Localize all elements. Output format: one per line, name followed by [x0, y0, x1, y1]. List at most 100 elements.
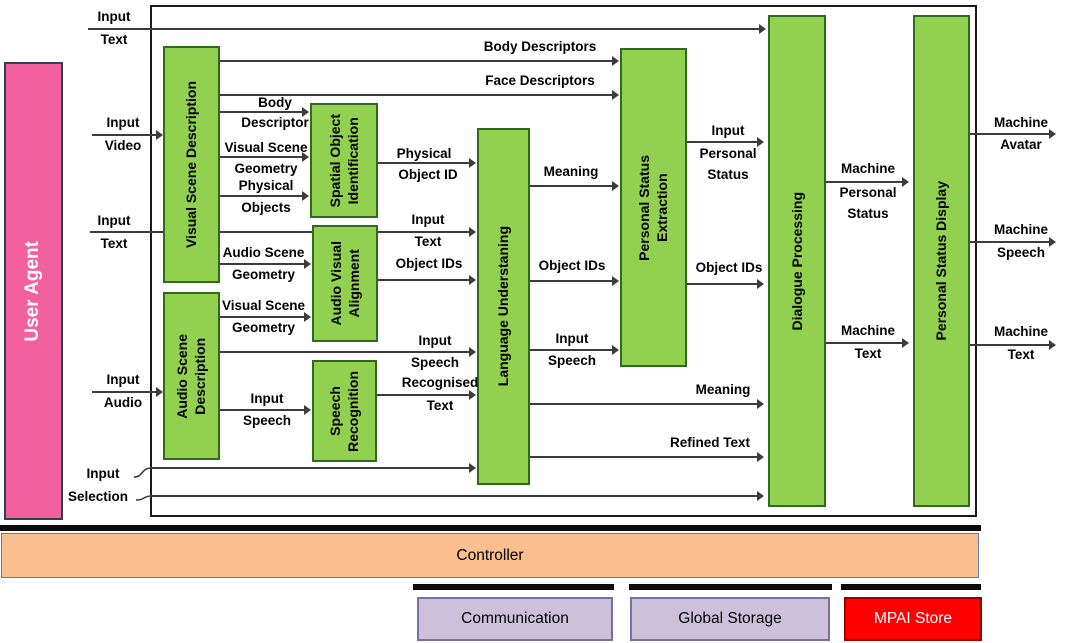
- label-input-speech-pse-1: Input: [555, 331, 589, 346]
- arrow-input-speech-lu-pse: [612, 345, 619, 355]
- arrow-visual-scene-geometry-soi: [302, 152, 309, 162]
- label-input-speech-sr-2: Speech: [242, 413, 292, 428]
- line-input-selection-dp: [150, 495, 757, 497]
- line-machine-personal-status: [826, 181, 902, 183]
- label-input-text2-1: Input: [97, 213, 131, 228]
- line-input-personal-status: [687, 141, 757, 143]
- separator-communication: [413, 584, 614, 590]
- line-refined-text: [530, 456, 757, 458]
- arrow-machine-personal-status: [902, 177, 909, 187]
- label-object-ids-ava-lu: Object IDs: [395, 256, 463, 271]
- line-input-text-top: [88, 28, 759, 30]
- label-input-text-lu-2: Text: [414, 234, 442, 249]
- line-object-ids-lu-pse: [530, 280, 612, 282]
- arrow-body-descriptor: [302, 107, 309, 117]
- label-input-video-1: Input: [106, 115, 140, 130]
- arrow-machine-text-out: [1049, 340, 1056, 350]
- arrow-input-personal-status: [757, 137, 764, 147]
- line-input-audio: [92, 391, 156, 393]
- label-input-speech-lu-1: Input: [418, 333, 452, 348]
- arrow-physical-object-id: [469, 158, 476, 168]
- line-machine-avatar: [970, 133, 1049, 135]
- line-machine-text-out: [970, 344, 1049, 346]
- label-body-descriptor-1: Body: [258, 95, 292, 110]
- label-object-ids-pse-dp: Object IDs: [695, 260, 763, 275]
- label-object-ids-lu-pse: Object IDs: [538, 258, 606, 273]
- label-recognised-text-2: Text: [426, 398, 454, 413]
- label-input-text-lu-1: Input: [411, 212, 445, 227]
- label-machine-text-out-2: Text: [1007, 347, 1035, 362]
- module-speech-recognition: Speech Recognition: [312, 360, 377, 462]
- label-audio-scene-geometry-2: Geometry: [231, 267, 296, 282]
- label-input-personal-status-2: Personal: [699, 146, 757, 161]
- arrow-body-descriptors: [612, 56, 619, 66]
- arrow-input-selection-dp: [757, 491, 764, 501]
- arrow-object-ids-pse-dp: [757, 279, 764, 289]
- arrow-input-video: [156, 130, 163, 140]
- module-visual-scene-description: Visual Scene Description: [163, 46, 220, 283]
- arrow-physical-objects: [302, 191, 309, 201]
- communication-label: Communication: [461, 610, 569, 627]
- line-input-speech-lu-pse: [530, 349, 612, 351]
- label-input-text2-2: Text: [100, 236, 128, 251]
- label-machine-personal-status-2: Personal: [839, 185, 897, 200]
- arrow-face-descriptors: [612, 90, 619, 100]
- line-meaning-lu-dp: [530, 403, 757, 405]
- line-object-ids-ava-lu: [378, 279, 469, 281]
- label-audio-scene-geometry-1: Audio Scene: [222, 245, 305, 260]
- label-refined-text: Refined Text: [669, 435, 750, 450]
- label-input-personal-status-3: Status: [707, 167, 749, 182]
- controller-bar: Controller: [1, 533, 979, 578]
- module-personal-status-display: Personal Status Display: [913, 15, 970, 507]
- label-input-video-2: Video: [104, 138, 142, 153]
- line-audio-scene-geometry: [220, 263, 304, 265]
- module-audio-visual-alignment: Audio Visual Alignment: [312, 225, 378, 342]
- arrow-meaning-lu-dp: [757, 399, 764, 409]
- global-storage-box: Global Storage: [630, 597, 830, 641]
- label-physical-object-id-2: Object ID: [398, 167, 458, 182]
- arrow-object-ids-ava-lu: [469, 275, 476, 285]
- arrow-meaning-lu-pse: [612, 181, 619, 191]
- module-dialogue-processing: Dialogue Processing: [768, 15, 826, 507]
- arrow-input-text-2: [469, 227, 476, 237]
- label-body-descriptor-2: Descriptor: [241, 115, 309, 130]
- label-input-text-top-1: Input: [97, 9, 131, 24]
- arrow-input-audio: [156, 387, 163, 397]
- arrow-refined-text: [757, 452, 764, 462]
- arrow-object-ids-lu-pse: [612, 276, 619, 286]
- mpai-store-label: MPAI Store: [873, 610, 953, 627]
- line-body-descriptor: [220, 111, 302, 113]
- line-input-text-2: [90, 231, 469, 233]
- line-face-descriptors: [220, 94, 612, 96]
- label-input-speech-lu-2: Speech: [410, 355, 460, 370]
- arrow-machine-speech: [1049, 237, 1056, 247]
- label-input-speech-sr-1: Input: [250, 391, 284, 406]
- arrow-input-speech-asd-sr: [304, 405, 311, 415]
- label-physical-object-id-1: Physical: [396, 146, 452, 161]
- line-physical-object-id: [378, 162, 469, 164]
- communication-box: Communication: [417, 597, 613, 641]
- input-selection-brace: [133, 467, 153, 501]
- mpai-store-box: MPAI Store: [844, 597, 982, 641]
- label-physical-objects-1: Physical: [238, 178, 294, 193]
- label-machine-avatar-2: Avatar: [1000, 137, 1042, 152]
- label-recognised-text-1: Recognised: [401, 375, 479, 390]
- label-input-text-top-2: Text: [100, 32, 128, 47]
- line-visual-scene-geometry-ava: [220, 316, 304, 318]
- arrow-input-selection-lu: [469, 463, 476, 473]
- arrow-visual-scene-geometry-ava: [304, 312, 311, 322]
- line-physical-objects: [220, 195, 302, 197]
- label-machine-speech-2: Speech: [996, 245, 1046, 260]
- arrow-machine-avatar: [1049, 129, 1056, 139]
- label-meaning-lu-pse: Meaning: [543, 164, 599, 179]
- line-visual-scene-geometry-soi: [220, 156, 302, 158]
- module-personal-status-extraction: Personal Status Extraction: [620, 48, 687, 367]
- arrow-machine-text-dp-psd: [902, 338, 909, 348]
- label-machine-personal-status-1: Machine: [840, 161, 895, 176]
- label-input-selection-1: Input: [86, 466, 120, 481]
- line-machine-text-dp-psd: [826, 342, 902, 344]
- label-physical-objects-2: Objects: [241, 200, 291, 215]
- line-object-ids-pse-dp: [687, 283, 757, 285]
- arrow-recognised-text: [469, 390, 476, 400]
